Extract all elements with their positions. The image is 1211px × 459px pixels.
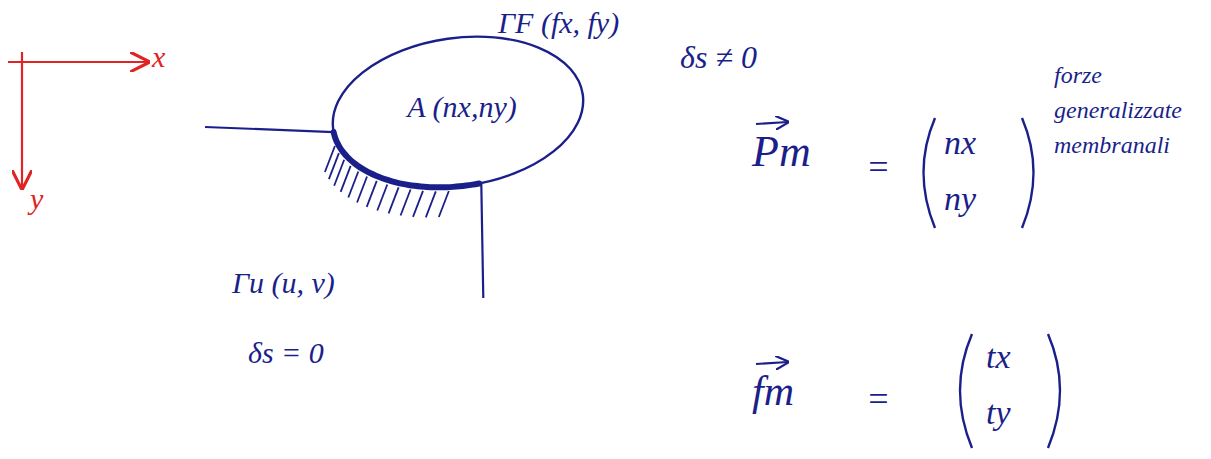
right-parenthesis [1048,334,1060,448]
ellipse-boundary [323,21,593,203]
boundary-label: Γu (u, v) [232,266,335,299]
boundary-label: ΓF (fx, fy) [498,6,619,39]
axis-label: y [30,182,43,215]
annotation-note: forze generalizzate membranali [1054,58,1202,162]
condition-label: δs ≠ 0 [680,40,757,75]
hatch-line [426,191,436,217]
left-parenthesis [924,118,936,228]
vector-component: ny [944,180,976,217]
left-parenthesis [960,334,972,448]
axis-label: x [152,40,165,73]
y-axis [21,52,23,188]
boundary-line [205,127,334,132]
x-axis [8,61,148,63]
region-label: A (nx,ny) [407,90,516,123]
hatch-line [413,191,423,217]
vector-component: ty [986,394,1011,431]
vector-symbol: Pm [752,128,811,176]
hatch-line [377,185,387,211]
condition-label: δs = 0 [248,336,324,369]
hatch-line [367,181,377,207]
vector-arrow [756,362,788,364]
hatch-line [334,160,344,186]
vector-symbol: fm [752,368,794,414]
boundary-line [481,183,483,298]
hatch-line [389,187,399,213]
equals-sign: = [866,380,890,420]
hatch-line [357,177,367,203]
equals-sign: = [866,148,890,188]
right-parenthesis [1022,118,1034,228]
vector-component: tx [986,338,1011,375]
hatch-line [348,172,358,198]
vector-arrow [756,122,788,124]
hatch-line [401,190,411,216]
vector-component: nx [944,124,976,161]
hatch-line [341,166,351,192]
hatch-line [439,191,449,217]
domain-ellipse: A (nx,ny) [330,36,586,188]
